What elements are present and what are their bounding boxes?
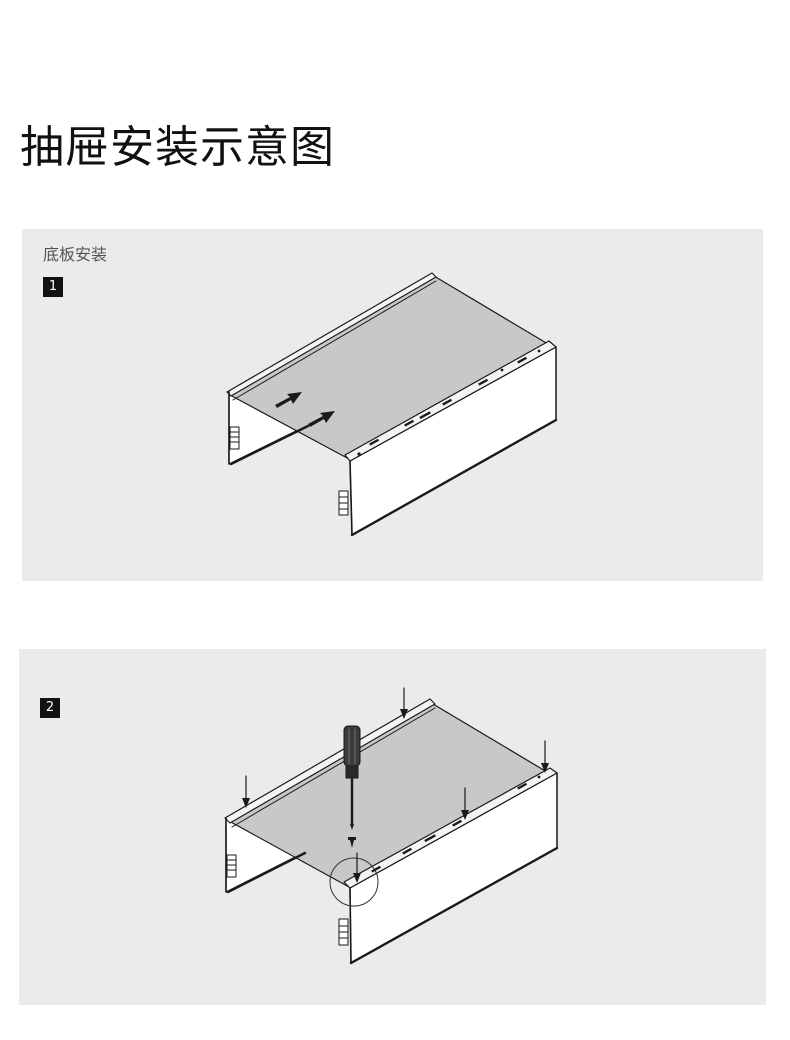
drawer-bottom-slide-in-illustration	[226, 272, 558, 537]
step-number-badge: 2	[40, 698, 60, 718]
drawer-screw-fixing-illustration	[224, 687, 559, 965]
step-2-panel: 2	[19, 649, 766, 1005]
step-1-panel: 底板安装 1	[22, 229, 763, 581]
page-title: 抽屉安装示意图	[20, 122, 335, 173]
section-label: 底板安装	[43, 245, 108, 264]
step-number-badge: 1	[43, 277, 63, 297]
